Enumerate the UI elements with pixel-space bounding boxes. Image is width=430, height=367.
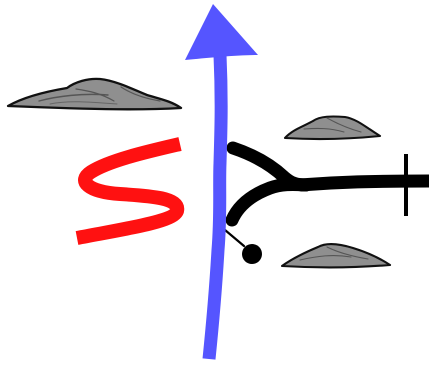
- blue-arrow-shaft: [209, 55, 221, 359]
- upper-right-rock-body: [285, 116, 380, 139]
- large-rock-icon: [8, 79, 181, 109]
- black-terminal-dot-icon: [242, 244, 262, 264]
- red-s-curve-icon: [77, 144, 180, 238]
- black-y-junction-icon: [232, 148, 429, 220]
- upper-right-rock-icon: [285, 116, 380, 139]
- blue-arrow-head: [185, 4, 258, 60]
- black-junction-lower-branch: [232, 184, 306, 220]
- blue-up-arrow-icon: [185, 4, 258, 359]
- black-junction-main-stem: [300, 181, 429, 185]
- lower-right-rock-icon: [282, 244, 390, 267]
- black-dot-connector: [225, 230, 244, 246]
